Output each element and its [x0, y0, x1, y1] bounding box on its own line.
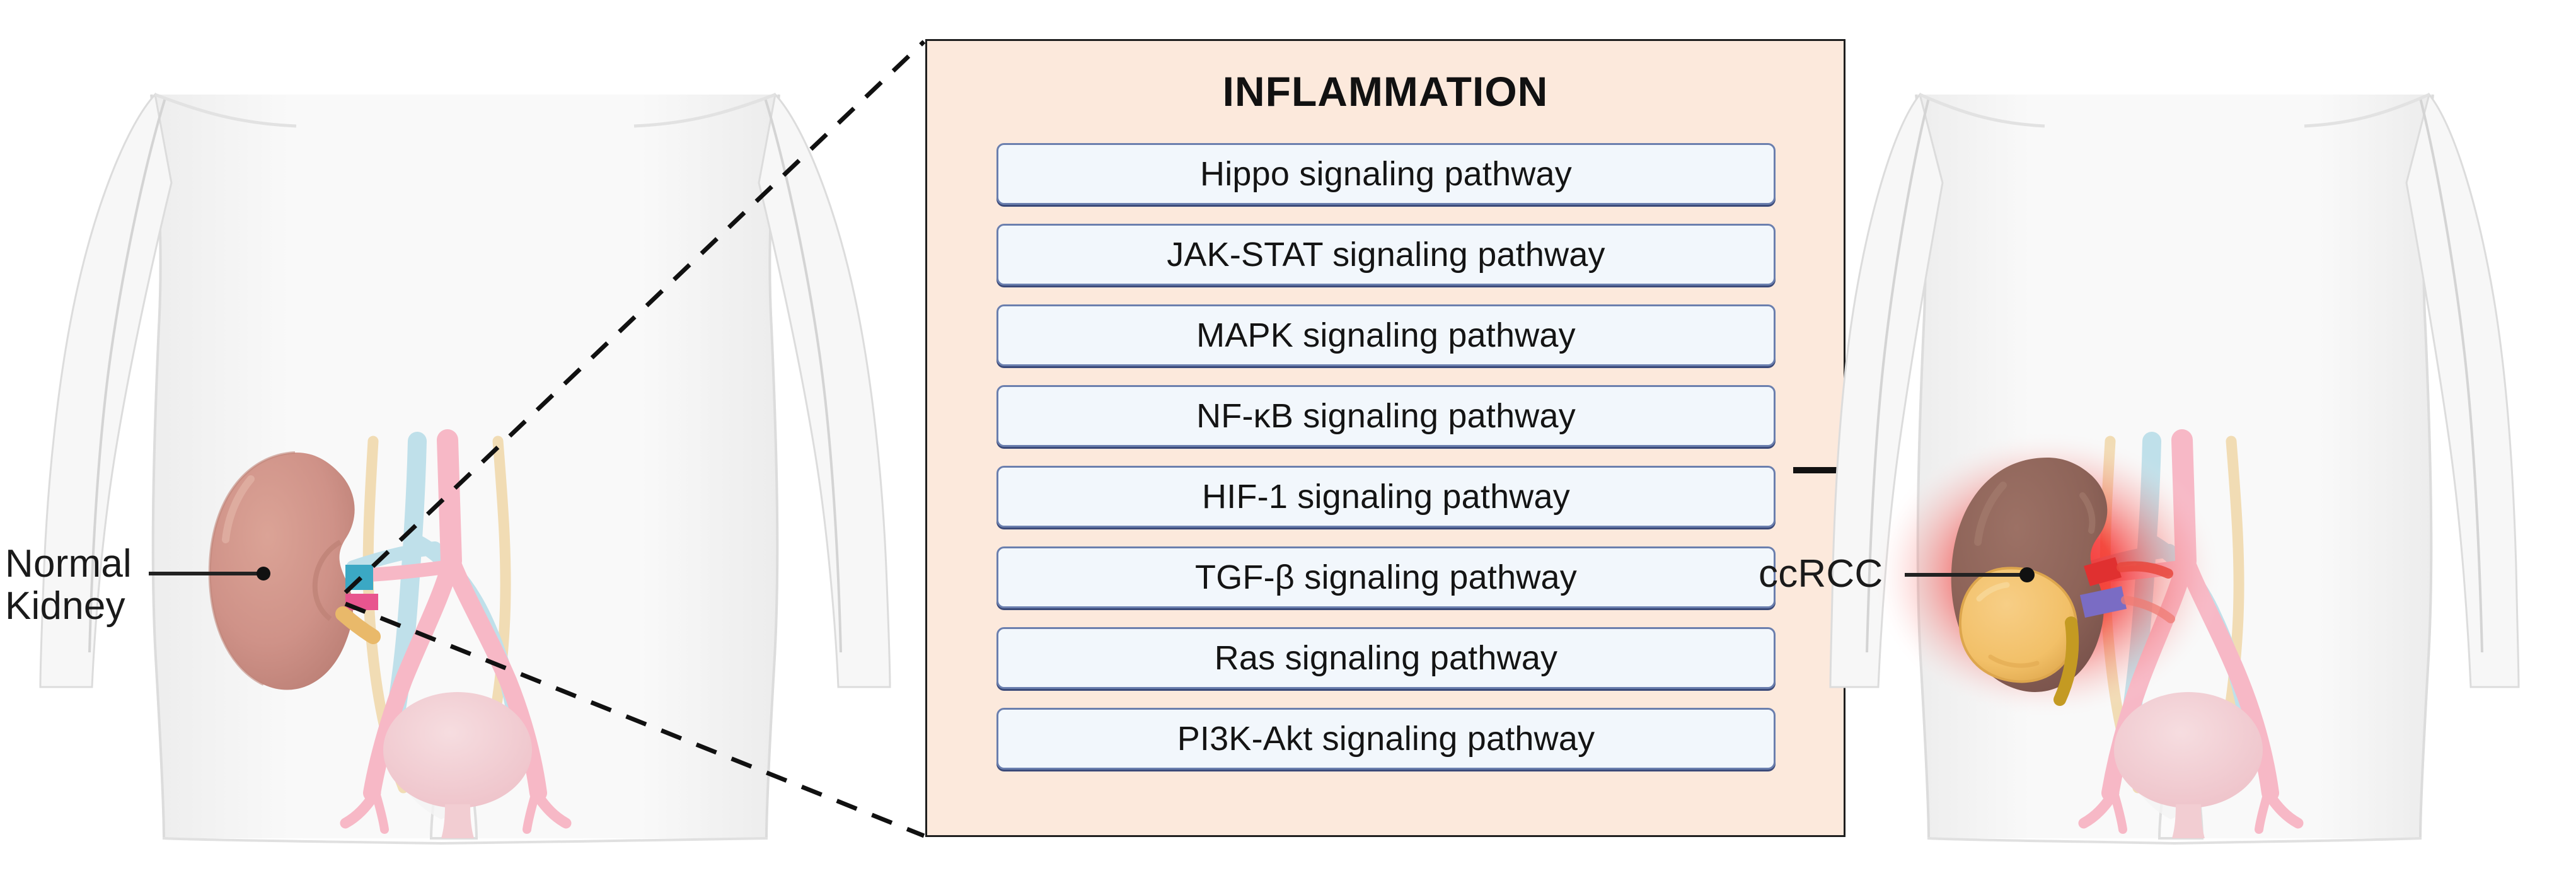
pathway-list: Hippo signaling pathway JAK-STAT signali…: [996, 143, 1776, 770]
pathway-label: Ras signaling pathway: [1214, 639, 1558, 677]
ureter-stub: [335, 606, 381, 644]
pathway-item-hif-1[interactable]: HIF-1 signaling pathway: [996, 466, 1776, 528]
bladder: [2114, 692, 2263, 808]
pathway-label: NF-κB signaling pathway: [1196, 397, 1576, 435]
ureter-stub: [2053, 616, 2079, 706]
pathway-item-jak-stat[interactable]: JAK-STAT signaling pathway: [996, 224, 1776, 286]
pathway-item-mapk[interactable]: MAPK signaling pathway: [996, 304, 1776, 366]
panel-title: INFLAMMATION: [1222, 68, 1549, 115]
renal-vein-stub: [2080, 586, 2127, 618]
ccrcc-label: ccRCC: [1759, 552, 1883, 596]
pathway-item-nf-kb[interactable]: NF-κB signaling pathway: [996, 385, 1776, 447]
kidney-body: [209, 452, 355, 690]
left-urinary-system: [340, 429, 572, 838]
inflammation-panel: INFLAMMATION Hippo signaling pathway JAK…: [925, 39, 1845, 837]
normal-kidney-label: Normal Kidney: [5, 542, 132, 628]
pathway-label: PI3K-Akt signaling pathway: [1177, 720, 1595, 758]
pathway-item-ras[interactable]: Ras signaling pathway: [996, 627, 1776, 689]
pathway-item-hippo[interactable]: Hippo signaling pathway: [996, 143, 1776, 205]
pathway-item-tgf-beta[interactable]: TGF-β signaling pathway: [996, 546, 1776, 608]
renal-artery-stub: [2084, 557, 2122, 586]
pathway-label: MAPK signaling pathway: [1196, 316, 1576, 354]
normal-kidney: [208, 451, 381, 690]
zoom-line-top: [344, 40, 926, 594]
pathway-label: HIF-1 signaling pathway: [1202, 478, 1570, 516]
pathway-label: JAK-STAT signaling pathway: [1167, 236, 1605, 274]
pathway-label: Hippo signaling pathway: [1200, 155, 1572, 193]
zoom-line-bottom: [344, 601, 925, 838]
bladder: [383, 692, 532, 808]
tumor-mass: [1958, 567, 2078, 683]
pathway-label: TGF-β signaling pathway: [1195, 558, 1577, 596]
pathway-item-pi3k-akt[interactable]: PI3K-Akt signaling pathway: [996, 708, 1776, 770]
